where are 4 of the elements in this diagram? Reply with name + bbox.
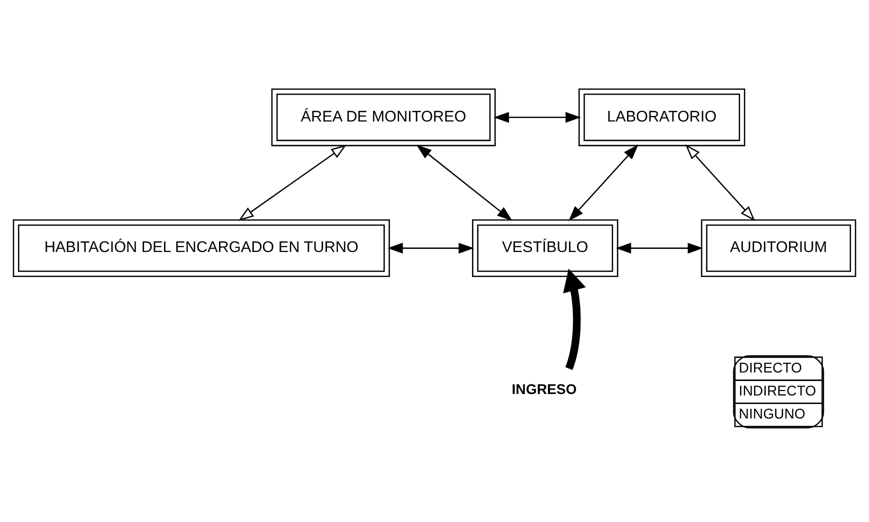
node-text: INGRESO [512,381,577,398]
legend-label: NINGUNO [738,406,806,422]
legend-label: DIRECTO [738,359,802,376]
legend-label: INDIRECTO [738,382,816,398]
